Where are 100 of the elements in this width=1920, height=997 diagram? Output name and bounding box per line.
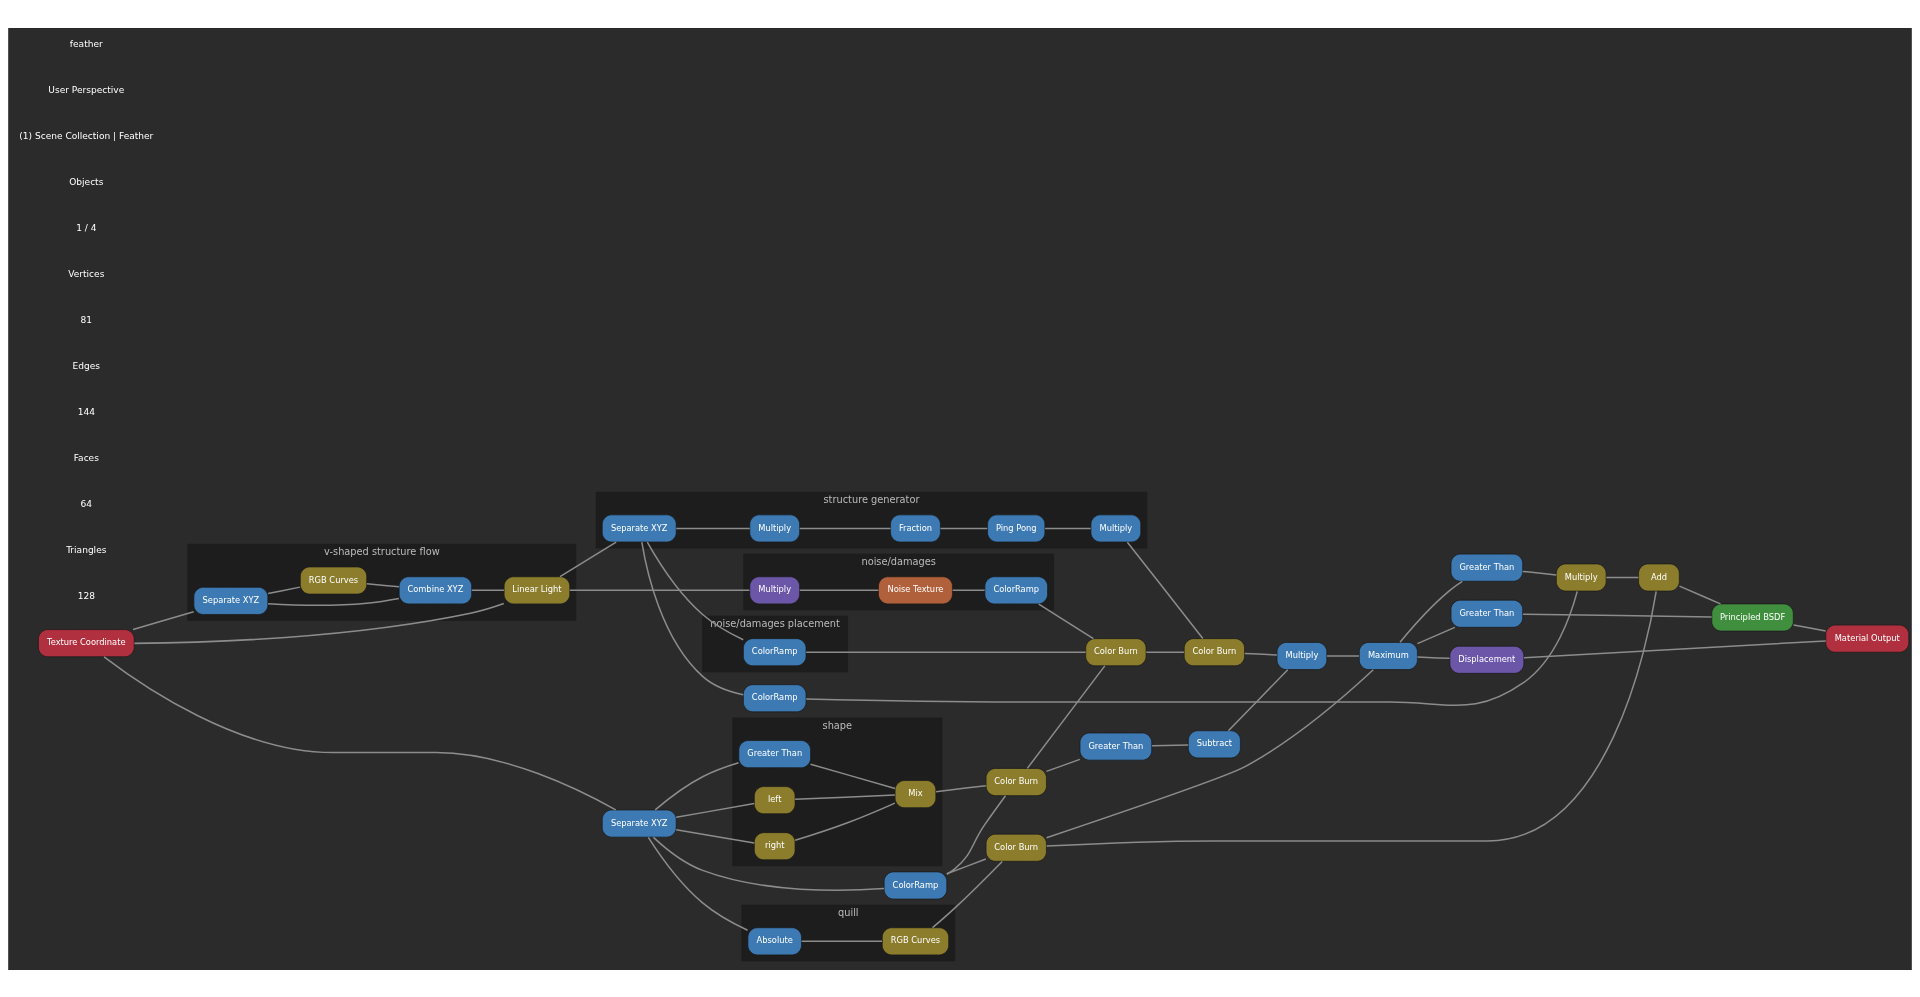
connector: [951, 589, 986, 591]
connector: [946, 794, 1007, 875]
node-box: Ping Pong: [987, 513, 1046, 542]
label: User Perspective: [48, 84, 125, 95]
node-box: Separate XYZ: [601, 513, 677, 542]
node-box: Multiply: [1090, 513, 1142, 542]
node-box: Fraction: [890, 513, 941, 542]
node-box: Displacement: [1449, 645, 1525, 674]
node-box: Noise Texture: [878, 575, 953, 604]
connector: [1416, 626, 1456, 644]
node-box: Multiply: [749, 575, 800, 604]
node-box: Greater Than: [1450, 599, 1524, 628]
label: 81: [80, 314, 93, 325]
node-box: Greater Than: [1450, 553, 1524, 582]
node-box: Multiply: [1555, 563, 1607, 591]
connector: [1792, 623, 1827, 632]
connector: [267, 585, 301, 594]
connector: [794, 801, 896, 841]
connector: [569, 589, 751, 591]
connector: [267, 597, 400, 606]
node-box: Absolute: [747, 926, 802, 955]
node-box: RGB Curves: [299, 566, 368, 594]
connector: [798, 589, 880, 591]
connector: [1045, 590, 1657, 847]
connector: [939, 527, 988, 529]
node-box: Color Burn: [1183, 637, 1245, 666]
node-box: RGB Curves: [881, 926, 950, 955]
label: 128: [77, 590, 95, 601]
node-box: Texture Coordinate: [38, 628, 135, 657]
connector: [675, 527, 751, 529]
connector: [1521, 570, 1558, 576]
node-box: Subtract: [1187, 729, 1241, 758]
connector: [1399, 580, 1464, 643]
node-box: Multiply: [1276, 641, 1328, 670]
node-box: Greater Than: [1079, 732, 1153, 761]
label: 1 / 4: [76, 222, 97, 233]
node-box: right: [753, 831, 796, 860]
node-box: Color Burn: [1085, 637, 1147, 666]
connector: [641, 540, 745, 696]
label: Triangles: [66, 544, 107, 555]
connector: [647, 836, 749, 931]
connector: [675, 828, 755, 844]
connector: [366, 582, 400, 588]
connector: [946, 857, 987, 875]
node-box: Maximum: [1358, 641, 1418, 670]
connector: [1522, 613, 1713, 618]
node-box: Separate XYZ: [601, 809, 677, 838]
connector: [798, 527, 892, 529]
connector: [132, 610, 195, 630]
connector: [1244, 652, 1278, 656]
label: Objects: [69, 176, 104, 187]
connector: [652, 836, 885, 891]
connector: [1151, 743, 1189, 746]
node-box: ColorRamp: [883, 871, 948, 899]
node-box: Mix: [894, 779, 937, 808]
node-box: Material Output: [1825, 624, 1910, 653]
connector: [794, 793, 896, 800]
node-box: Multiply: [749, 513, 800, 542]
connector: [103, 655, 617, 811]
node-box: Separate XYZ: [193, 586, 269, 615]
label: Vertices: [68, 268, 105, 279]
node-box: Linear Light: [503, 575, 571, 604]
connector: [800, 940, 883, 942]
node-box: Combine XYZ: [398, 575, 472, 604]
connector: [805, 650, 1087, 653]
connector: [1045, 668, 1374, 839]
connector: [1678, 584, 1722, 605]
connector: [1044, 527, 1092, 529]
connector: [654, 761, 740, 811]
connector: [646, 540, 744, 640]
connector: [935, 784, 987, 792]
node-box: Color Burn: [985, 833, 1047, 862]
label: feather: [69, 38, 103, 49]
connector: [1326, 654, 1360, 657]
node-box: ColorRamp: [984, 575, 1048, 604]
connector: [1523, 639, 1827, 658]
label: 64: [80, 498, 93, 509]
label: Edges: [72, 360, 101, 371]
connector: [809, 762, 896, 789]
node-box: Color Burn: [985, 767, 1047, 796]
label: 144: [77, 406, 95, 417]
connector: [1026, 664, 1106, 769]
node-box: left: [753, 785, 796, 814]
connector: [133, 602, 505, 644]
connector: [1227, 668, 1289, 731]
connector: [1045, 758, 1081, 772]
node-box: ColorRamp: [743, 683, 807, 712]
node-box: Add: [1638, 563, 1680, 591]
connector: [931, 860, 1003, 928]
connector: [1605, 576, 1640, 578]
connector: [1416, 655, 1451, 659]
node-box: Greater Than: [738, 739, 811, 768]
node-box: Principled BSDF: [1711, 603, 1794, 631]
connector: [559, 540, 617, 577]
connector: [1145, 650, 1185, 653]
label: (1) Scene Collection | Feather: [19, 130, 154, 141]
connector: [470, 589, 505, 591]
connector: [1038, 602, 1095, 639]
connector: [675, 802, 755, 818]
connector: [1126, 540, 1204, 639]
